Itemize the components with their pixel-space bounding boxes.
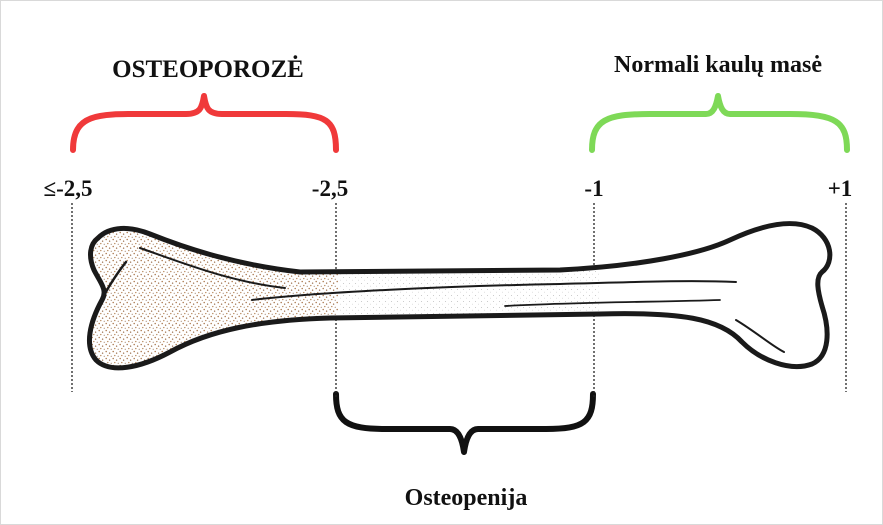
- scale-tick-neg-1: -1: [584, 176, 603, 201]
- femur-bone: [89, 224, 829, 368]
- osteopenia-label: Osteopenija: [405, 485, 528, 511]
- scale-tick-pos-1: +1: [828, 176, 853, 201]
- scale-tick-le-neg-2-5: ≤-2,5: [43, 176, 92, 201]
- osteoporosis-label: OSTEOPOROZĖ: [112, 55, 304, 83]
- normal-mass-brace: [592, 96, 847, 150]
- osteopenia-brace: [336, 394, 593, 452]
- scale-tick-neg-2-5: -2,5: [312, 176, 348, 201]
- normal-mass-label: Normali kaulų masė: [614, 52, 822, 78]
- osteoporosis-brace: [73, 96, 336, 150]
